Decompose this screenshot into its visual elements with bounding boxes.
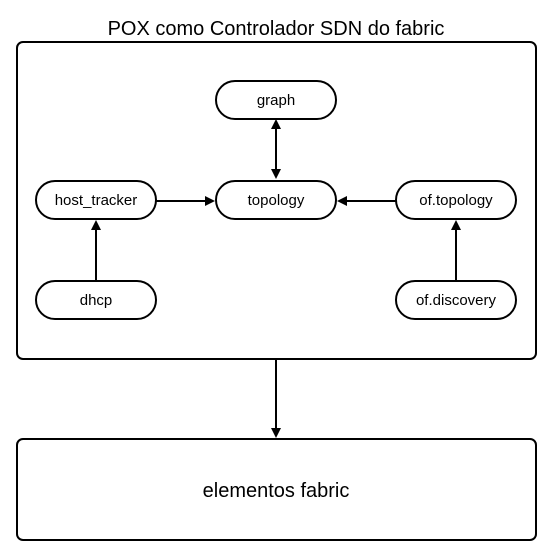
node-of-discovery: of.discovery: [395, 280, 517, 320]
node-topology-label: topology: [248, 192, 305, 209]
node-graph: graph: [215, 80, 337, 120]
node-of-topology-label: of.topology: [419, 192, 493, 209]
node-of-topology: of.topology: [395, 180, 517, 220]
node-host-tracker: host_tracker: [35, 180, 157, 220]
fabric-box: [16, 438, 537, 541]
node-dhcp: dhcp: [35, 280, 157, 320]
fabric-box-label: elementos fabric: [203, 480, 350, 502]
node-topology: topology: [215, 180, 337, 220]
node-dhcp-label: dhcp: [80, 292, 113, 309]
node-of-discovery-label: of.discovery: [416, 292, 497, 309]
diagram-title: POX como Controlador SDN do fabric: [108, 18, 445, 40]
node-host-tracker-label: host_tracker: [55, 192, 138, 209]
node-graph-label: graph: [257, 92, 295, 109]
